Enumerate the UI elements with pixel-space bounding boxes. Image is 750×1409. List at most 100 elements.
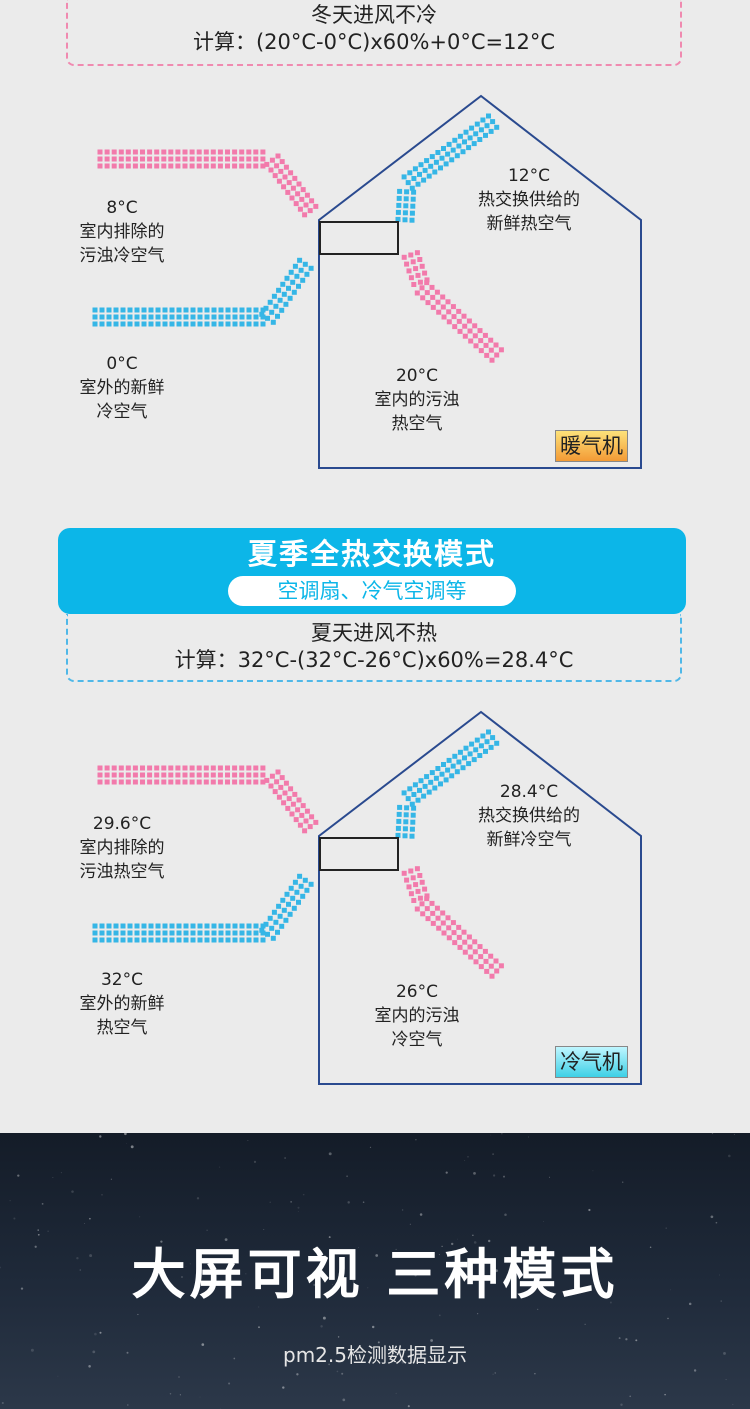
air-dot — [274, 163, 279, 168]
air-dot — [434, 776, 439, 781]
air-dot — [435, 766, 440, 771]
air-dot — [411, 875, 416, 880]
air-dot — [261, 938, 266, 943]
air-dot — [128, 308, 133, 313]
air-dot — [140, 150, 145, 155]
air-dot — [246, 164, 251, 169]
air-dot — [247, 924, 252, 929]
star-dot — [363, 1201, 365, 1203]
air-dot — [198, 315, 203, 320]
air-dot — [121, 924, 126, 929]
star-dot — [111, 1179, 112, 1180]
air-dot — [474, 343, 479, 348]
winter-calc-heading: 冬天进风不冷 — [68, 2, 680, 29]
air-dot — [135, 315, 140, 320]
air-dot — [289, 886, 294, 891]
air-dot — [396, 826, 401, 831]
air-dot — [212, 938, 217, 943]
air-dot — [163, 315, 168, 320]
air-dot — [278, 914, 283, 919]
air-dot — [411, 176, 416, 181]
air-dot — [212, 322, 217, 327]
air-dot — [407, 170, 412, 175]
air-dot — [233, 931, 238, 936]
air-dot — [404, 189, 409, 194]
air-dot — [154, 780, 159, 785]
air-dot — [264, 922, 269, 927]
air-dot — [430, 770, 435, 775]
air-dot — [170, 924, 175, 929]
star-dot — [228, 1382, 230, 1384]
air-dot — [240, 938, 245, 943]
air-dot — [421, 178, 426, 183]
air-dot — [284, 781, 289, 786]
air-dot — [436, 916, 441, 921]
air-dot — [254, 938, 259, 943]
air-dot — [396, 819, 401, 824]
air-dot — [225, 157, 230, 162]
star-dot — [94, 1333, 97, 1336]
air-dot — [466, 145, 471, 150]
air-dot — [409, 275, 414, 280]
air-dot — [149, 315, 154, 320]
air-dot — [403, 210, 408, 215]
star-dot — [477, 1313, 478, 1314]
air-dot — [232, 773, 237, 778]
air-dot — [285, 276, 290, 281]
air-dot — [100, 924, 105, 929]
star-dot — [99, 1332, 101, 1334]
air-dot — [451, 764, 456, 769]
air-dot — [478, 944, 483, 949]
display-modes-title: 大屏可视 三种模式 — [0, 1243, 750, 1307]
air-dot — [107, 924, 112, 929]
air-dot — [246, 766, 251, 771]
air-dot — [490, 358, 495, 363]
air-dot — [290, 196, 295, 201]
air-dot — [290, 896, 295, 901]
air-dot — [121, 931, 126, 936]
air-dot — [211, 157, 216, 162]
star-dot — [622, 1181, 623, 1182]
star-dot — [726, 1379, 727, 1380]
air-dot — [279, 924, 284, 929]
air-dot — [170, 931, 175, 936]
air-dot — [232, 766, 237, 771]
air-dot — [288, 170, 293, 175]
air-dot — [489, 964, 494, 969]
air-dot — [126, 773, 131, 778]
star-dot — [493, 1374, 494, 1375]
air-dot — [175, 780, 180, 785]
air-dot — [489, 129, 494, 134]
air-dot — [233, 322, 238, 327]
air-dot — [305, 809, 310, 814]
air-dot — [462, 314, 467, 319]
air-dot — [490, 974, 495, 979]
air-dot — [233, 315, 238, 320]
air-dot — [430, 285, 435, 290]
air-dot — [114, 938, 119, 943]
air-dot — [197, 780, 202, 785]
air-dot — [499, 963, 504, 968]
air-dot — [446, 915, 451, 920]
air-dot — [112, 150, 117, 155]
air-dot — [147, 773, 152, 778]
air-dot — [305, 193, 310, 198]
star-dot — [408, 1405, 410, 1407]
air-dot — [452, 324, 457, 329]
air-dot — [270, 774, 275, 779]
summer-mode-subtitle: 空调扇、冷气空调等 — [228, 576, 516, 606]
air-dot — [204, 780, 209, 785]
air-dot — [282, 908, 287, 913]
air-dot — [484, 353, 489, 358]
air-dot — [128, 322, 133, 327]
star-dot — [667, 1318, 668, 1319]
air-dot — [273, 304, 278, 309]
air-dot — [411, 813, 416, 818]
air-dot — [297, 258, 302, 263]
air-dot — [198, 924, 203, 929]
air-dot — [402, 871, 407, 876]
air-dot — [463, 334, 468, 339]
star-dot — [446, 1171, 448, 1173]
air-dot — [464, 746, 469, 751]
